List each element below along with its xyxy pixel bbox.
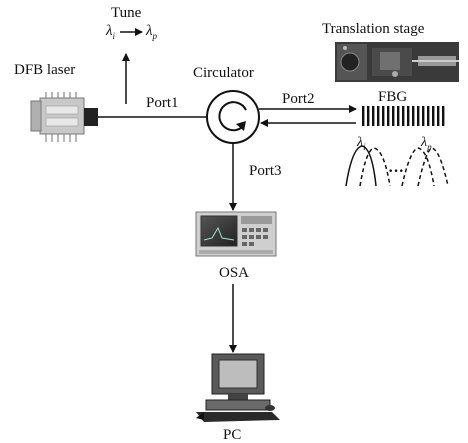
pc-image (196, 353, 280, 422)
fbg-label: FBG (378, 89, 408, 105)
lambda-i-subscript: i (112, 31, 116, 41)
port2-label: Port2 (282, 91, 315, 107)
peak-lambda-p-symbol: λ (421, 135, 428, 150)
osa-label: OSA (219, 265, 250, 281)
peak-lambda-p-label: λp (421, 136, 432, 152)
lambda-p-subscript: p (152, 31, 158, 41)
lambda-i-symbol: λ (106, 23, 113, 39)
spectra-ellipsis: ··· (388, 163, 405, 180)
peak-lambda-p-dashed (401, 147, 435, 187)
peak-lambda-p-subscript: p (427, 141, 432, 152)
osa-instrument-image (195, 211, 277, 257)
fbg-grating (362, 106, 445, 126)
peak-lambda-i-dashed (359, 147, 391, 187)
lambda-i-label: λi (106, 24, 115, 41)
port3-label: Port3 (249, 163, 282, 179)
circulator-label: Circulator (193, 65, 254, 81)
lambda-p-symbol: λ (146, 23, 153, 39)
translation-stage-label: Translation stage (322, 21, 425, 37)
peak-lambda-i-symbol: λ (357, 135, 364, 150)
peak-lambda-p-dashed-2 (417, 147, 449, 187)
peak-lambda-i-solid (345, 145, 377, 187)
port1-label: Port1 (146, 95, 179, 111)
dfb-laser-image (30, 92, 98, 142)
circulator-symbol (206, 90, 260, 144)
pc-label: PC (223, 427, 242, 443)
translation-stage-image (335, 42, 459, 82)
peak-lambda-i-label: λi (357, 136, 366, 152)
peak-lambda-i-subscript: i (363, 141, 366, 152)
reflection-spectra (345, 145, 449, 187)
tune-label: Tune (111, 5, 142, 21)
dfb-laser-label: DFB laser (14, 62, 76, 78)
lambda-p-label: λp (146, 24, 157, 41)
